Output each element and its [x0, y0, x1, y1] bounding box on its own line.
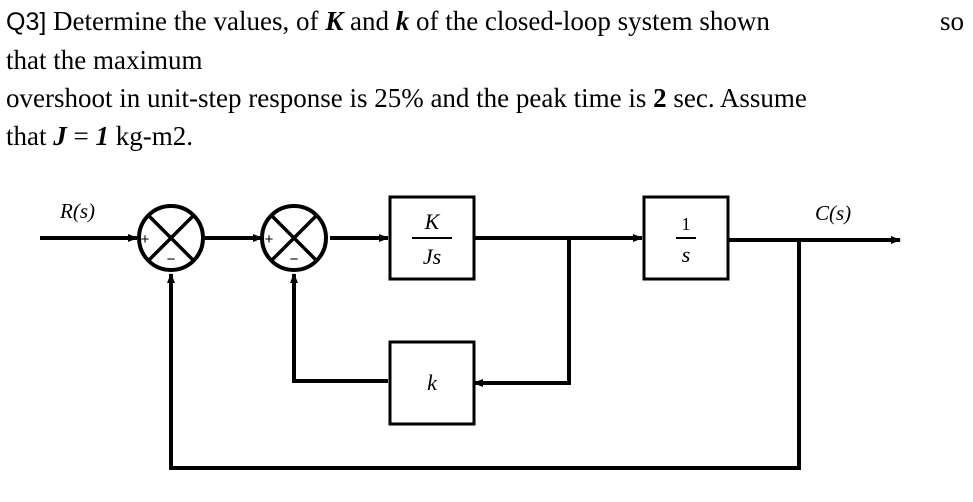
- inertia-J-symbol: J: [53, 121, 67, 151]
- summing-junction-2: + −: [260, 204, 328, 272]
- gain-K-symbol: K: [325, 6, 344, 36]
- summing-junction-1: + −: [137, 204, 205, 272]
- question-line-4: that J = 1 kg-m2.: [6, 121, 193, 151]
- output-label-C: C(s): [815, 201, 851, 225]
- block1-numerator: K: [424, 209, 441, 234]
- plant-block-K-over-Js: K Js: [388, 195, 476, 281]
- block2-denominator: s: [682, 242, 691, 267]
- question-line-1: Q3] Determine the values, of K and k of …: [6, 6, 964, 36]
- question-line-3: overshoot in unit-step response is 25% a…: [6, 83, 807, 113]
- inner-feedback-pickoff-line: [473, 238, 571, 387]
- integrator-block-1-over-s: 1 s: [642, 195, 730, 281]
- summer1-plus-sign: +: [141, 231, 150, 248]
- feedback-block-label: k: [427, 370, 438, 395]
- question-line-2: that the maximum: [6, 45, 203, 75]
- question-label: Q3]: [6, 8, 47, 36]
- summer1-minus-sign: −: [167, 251, 176, 268]
- inertia-value: 1: [95, 121, 109, 151]
- inner-feedback-return-line: [290, 273, 388, 383]
- input-label-R: R(s): [59, 199, 95, 223]
- gain-k-symbol: k: [395, 6, 410, 36]
- summer2-minus-sign: −: [290, 251, 299, 268]
- question-text: Q3] Determine the values, of K and k of …: [6, 2, 966, 155]
- block2-numerator: 1: [682, 214, 691, 234]
- summer2-plus-sign: +: [265, 231, 274, 248]
- outer-feedback-line: [167, 240, 801, 470]
- feedback-block-k: k: [388, 340, 476, 426]
- block1-denominator: Js: [423, 244, 441, 269]
- peak-time-value: 2: [653, 83, 667, 113]
